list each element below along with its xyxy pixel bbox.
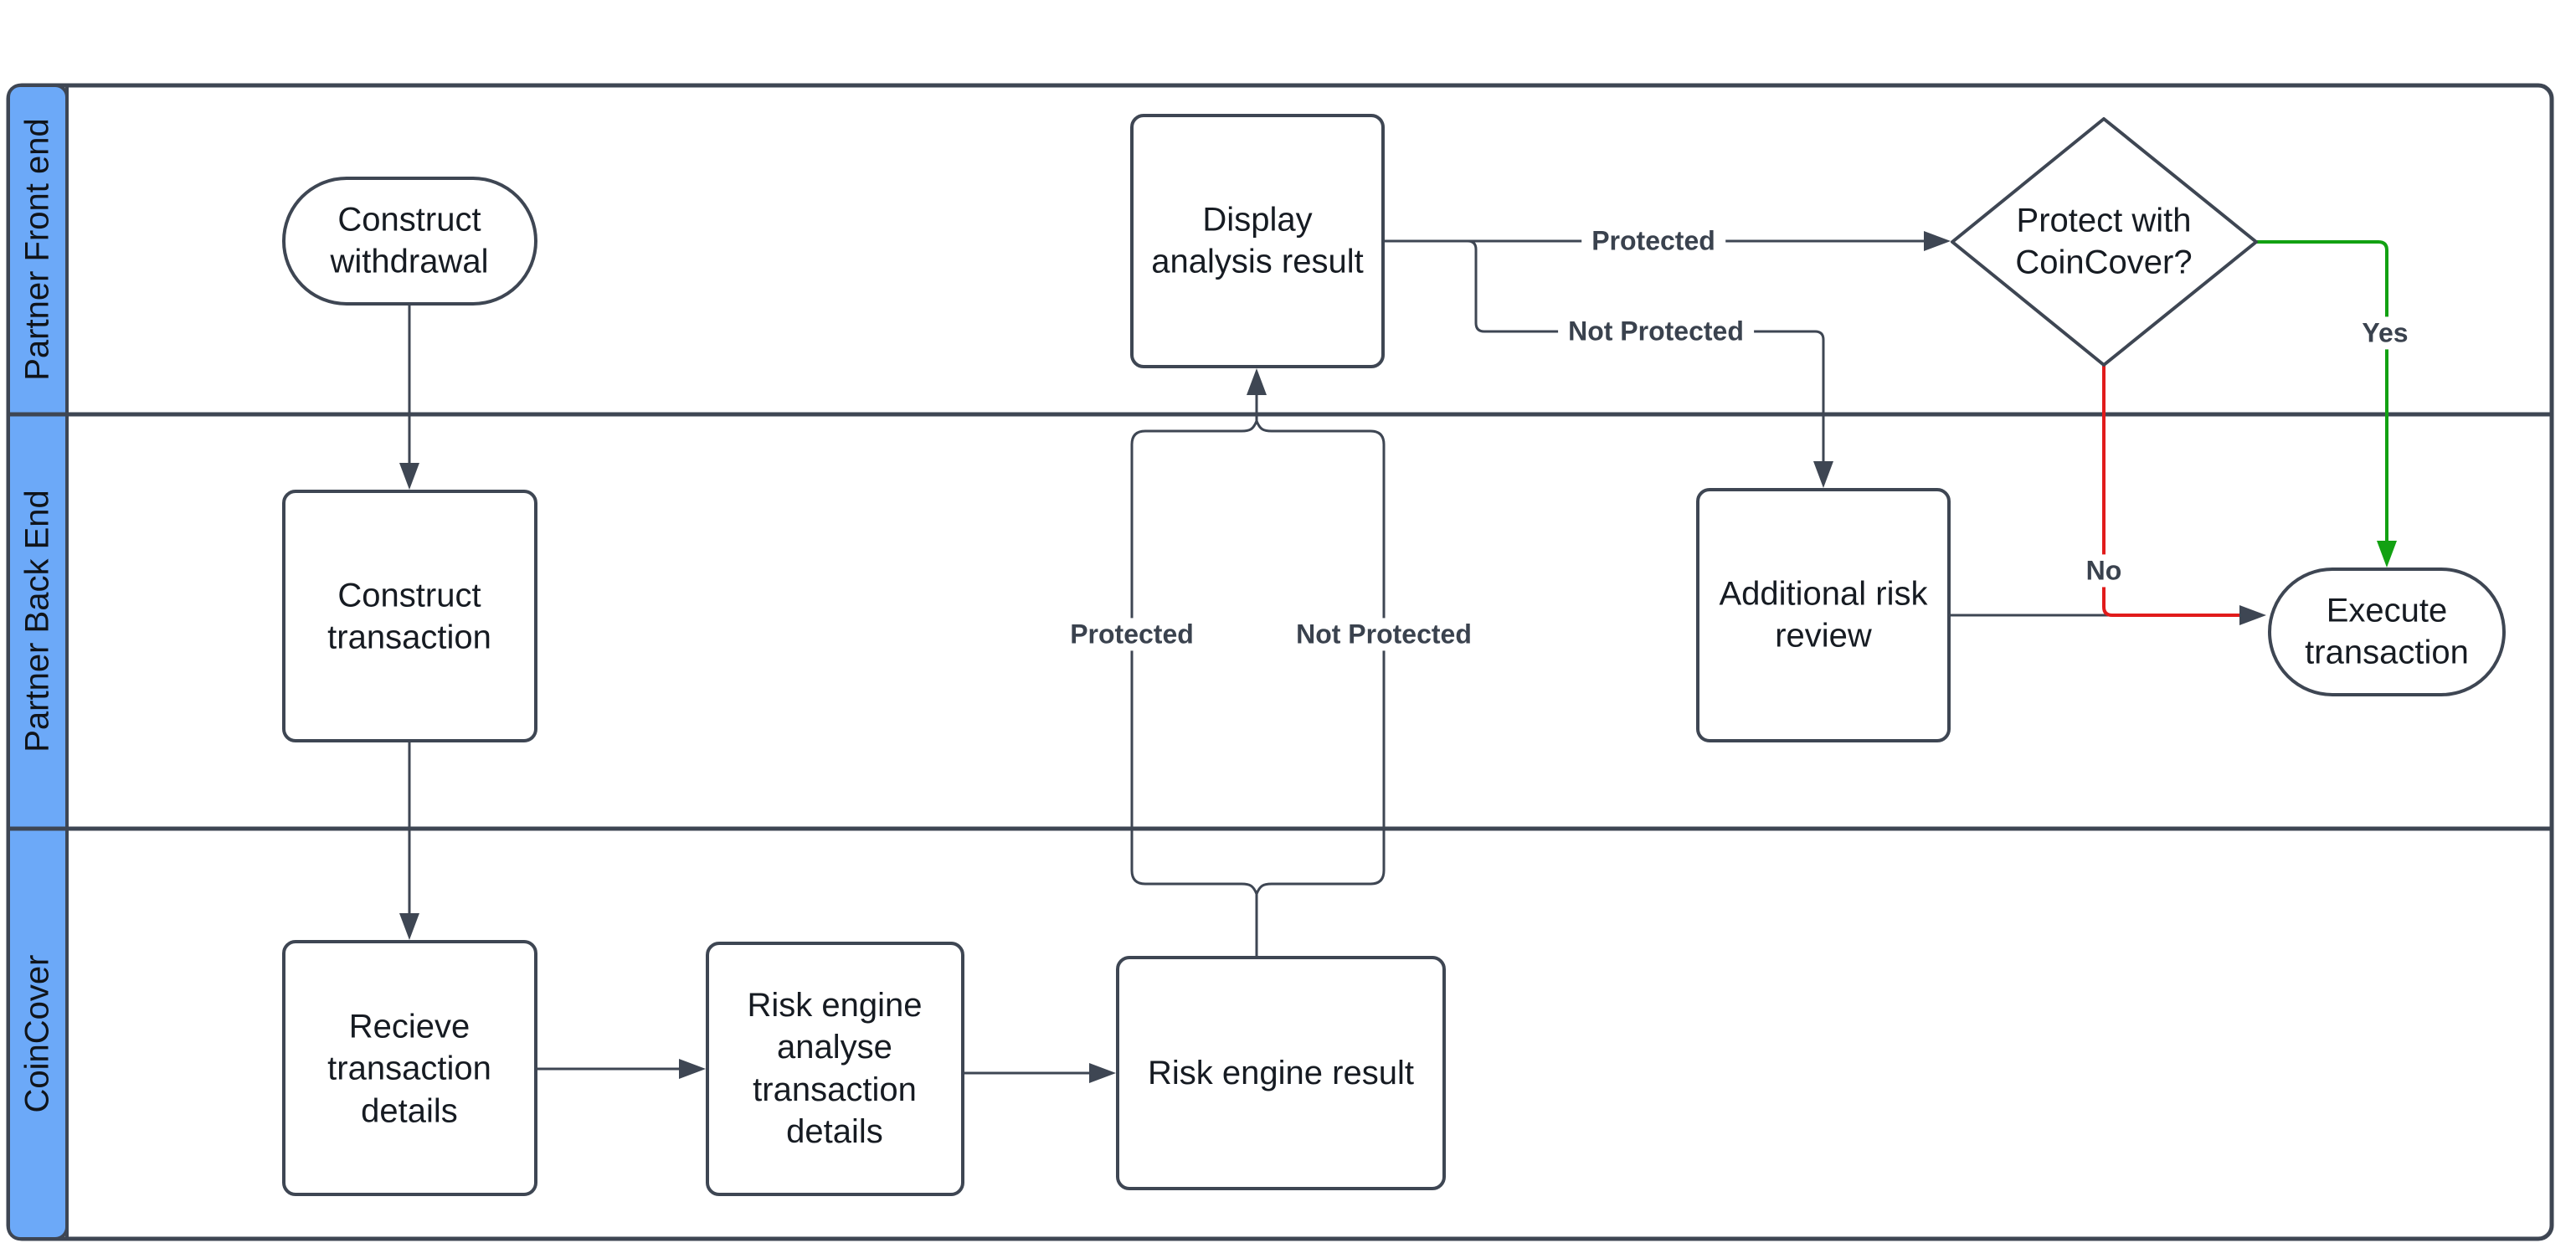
lane-label-coincover[interactable]: CoinCover bbox=[18, 954, 56, 1113]
edge-label-protected-main: Protected bbox=[1581, 224, 1725, 258]
arrowhead-into-execute-left bbox=[2239, 605, 2266, 625]
node-recieve-transaction-details[interactable] bbox=[282, 940, 537, 1196]
node-additional-risk-review[interactable] bbox=[1696, 488, 1951, 742]
arrowhead-into-recieve bbox=[399, 913, 419, 940]
node-risk-engine-result[interactable] bbox=[1116, 956, 1446, 1190]
edge-label-not-protected-main: Not Protected bbox=[1558, 315, 1754, 348]
edge-yes[interactable] bbox=[2256, 240, 2388, 541]
label-construct-transaction: Construct transaction bbox=[327, 577, 491, 656]
label-display-analysis-result: Display analysis result bbox=[1151, 201, 1364, 280]
arrowhead-into-review bbox=[1813, 461, 1833, 488]
arrowhead-into-transaction bbox=[399, 463, 419, 490]
label-additional-risk-review: Additional risk review bbox=[1719, 575, 1928, 655]
label-risk-engine-analyse: Risk engine analyse transaction details bbox=[747, 987, 923, 1151]
arrowhead-into-analyse bbox=[679, 1059, 706, 1079]
arrowhead-into-decision bbox=[1924, 231, 1951, 251]
edge-label-not-protected-return: Not Protected bbox=[1286, 618, 1482, 651]
lane-label-partner-front-end[interactable]: Partner Front end bbox=[18, 118, 56, 381]
edge-label-yes: Yes bbox=[2352, 316, 2419, 350]
label-execute-transaction: Execute transaction bbox=[2305, 592, 2469, 671]
edge-label-no: No bbox=[2075, 554, 2132, 588]
node-construct-transaction[interactable] bbox=[282, 490, 537, 742]
label-construct-withdrawal: Construct withdrawal bbox=[330, 201, 489, 280]
arrowhead-into-result bbox=[1089, 1063, 1116, 1083]
label-risk-engine-result: Risk engine result bbox=[1148, 1054, 1414, 1091]
edge-no[interactable] bbox=[2102, 365, 2244, 617]
arrowhead-yes-into-execute bbox=[2377, 541, 2397, 568]
edge-notprotected-to-review[interactable] bbox=[1467, 239, 1825, 465]
node-display-analysis-result[interactable] bbox=[1130, 114, 1385, 368]
edge-label-protected-return: Protected bbox=[1060, 618, 1204, 651]
lane-label-partner-back-end[interactable]: Partner Back End bbox=[18, 490, 56, 752]
node-construct-withdrawal[interactable] bbox=[282, 177, 537, 306]
node-protect-with-coincover[interactable] bbox=[1951, 117, 2258, 367]
label-protect-with-coincover: Protect with CoinCover? bbox=[2015, 202, 2193, 281]
arrowhead-into-display bbox=[1247, 368, 1267, 395]
label-recieve-transaction-details: Recieve transaction details bbox=[327, 1008, 491, 1130]
node-risk-engine-analyse[interactable] bbox=[706, 942, 964, 1196]
node-execute-transaction[interactable] bbox=[2268, 568, 2506, 696]
